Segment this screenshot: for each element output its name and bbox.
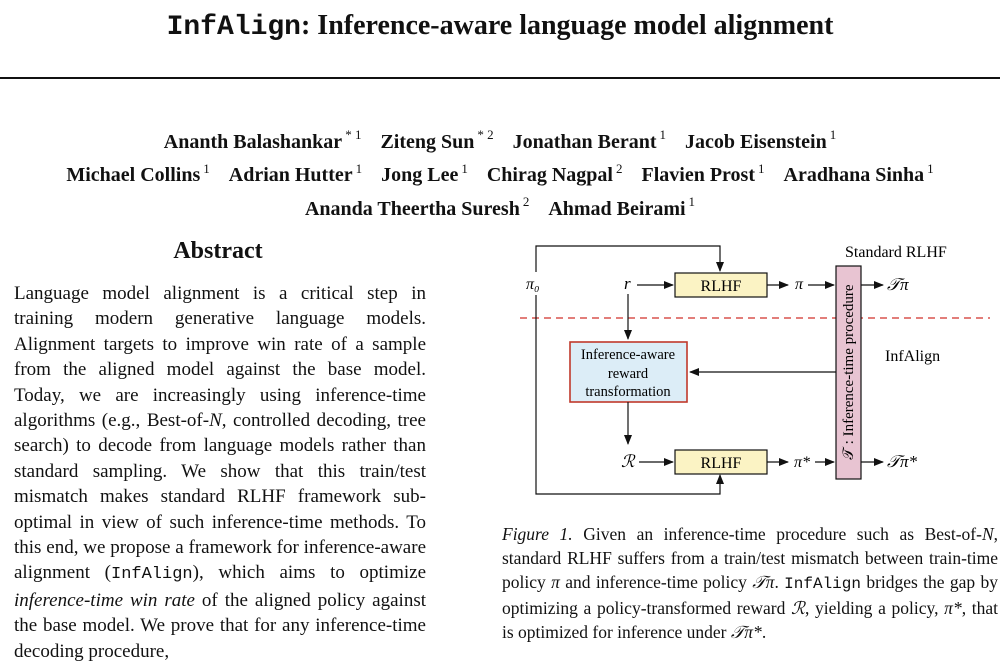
rlhf-top-label: RLHF	[701, 278, 742, 295]
abstract-heading: Abstract	[173, 238, 263, 264]
inference-procedure-label: 𝒯 : Inference-time procedure	[841, 284, 857, 459]
pi0-label: π₀	[526, 276, 540, 293]
rlhf-top-box	[674, 272, 768, 298]
transform-line-2: reward	[608, 366, 649, 382]
pi0-to-bottom-rlhf-arrow	[535, 295, 724, 495]
title-rest: : Inference-aware language model alignme…	[300, 10, 834, 41]
t-pi-label: 𝒯π	[887, 275, 909, 294]
t-pi-star-label: 𝒯π*	[887, 452, 918, 471]
transform-line-1: Inference-aware	[581, 347, 675, 363]
pi-label: π	[795, 276, 804, 293]
author: Ziteng Sun* 2	[380, 127, 494, 153]
author-line-1: Ananth Balashankar* 1 Ziteng Sun* 2 Jona…	[0, 122, 1000, 156]
paper-title: InfAlign: Inference-aware language model…	[0, 10, 1000, 43]
pi0-to-top-rlhf-arrow	[535, 245, 724, 272]
figure-caption: Figure 1. Given an inference-time proced…	[502, 524, 999, 642]
abstract-body: Language model alignment is a critical s…	[14, 283, 427, 662]
author-list: Ananth Balashankar* 1 Ziteng Sun* 2 Jona…	[0, 122, 1000, 223]
reward-transformation-box	[569, 341, 688, 403]
figure-diagram: Standard RLHF InfAlign π₀ r ℛ RLHF π 𝒯 :…	[520, 244, 990, 495]
inference-procedure-bar	[835, 265, 862, 480]
pi-star-label: π*	[794, 454, 810, 471]
standard-rlhf-label: Standard RLHF	[845, 244, 947, 261]
R-label: ℛ	[621, 452, 636, 471]
title-system-name: InfAlign	[166, 12, 301, 43]
title-rule	[0, 77, 1000, 79]
r-label: r	[624, 274, 631, 293]
author: Ananth Balashankar* 1	[163, 127, 362, 153]
infalign-label: InfAlign	[885, 348, 940, 365]
transform-line-3: transformation	[585, 384, 671, 400]
rlhf-bottom-label: RLHF	[701, 455, 742, 472]
